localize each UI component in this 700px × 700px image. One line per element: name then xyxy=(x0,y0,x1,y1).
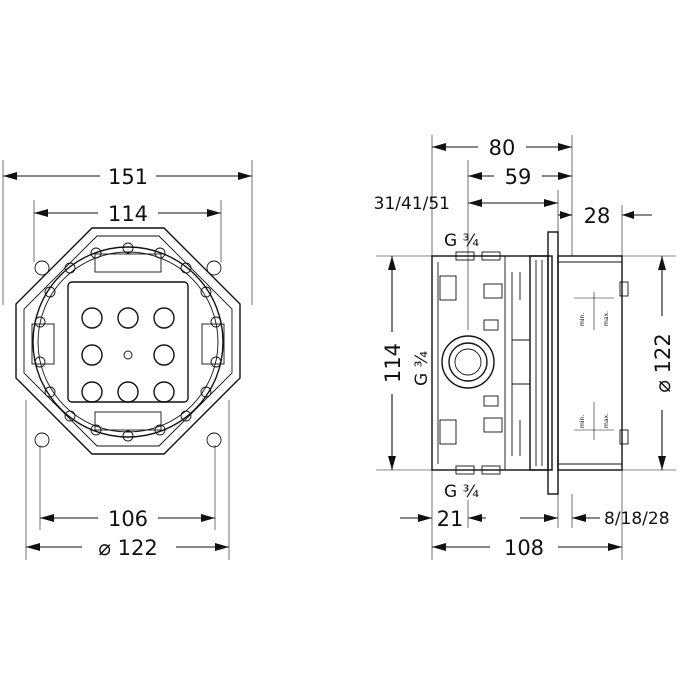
dim-31-41-51: 31/41/51 xyxy=(374,194,450,214)
thread-label-top: G ¾ xyxy=(444,231,479,251)
thread-label-bottom: G ¾ xyxy=(444,482,479,502)
dim-59: 59 xyxy=(505,165,532,189)
dim-diameter-122-side: ⌀ 122 xyxy=(651,333,675,392)
dim-108: 108 xyxy=(504,536,544,560)
dim-21: 21 xyxy=(437,507,464,531)
side-view: min. max. min. max. xyxy=(431,231,629,495)
dim-28: 28 xyxy=(584,204,611,228)
dim-114-side: 114 xyxy=(381,343,405,383)
max-label-top: max. xyxy=(603,311,610,326)
min-label-bottom: min. xyxy=(579,415,586,428)
dim-106: 106 xyxy=(108,507,148,531)
dim-151: 151 xyxy=(108,165,148,189)
thread-labels: G ¾ G ¾ G ¾ xyxy=(412,231,479,502)
dim-diameter-122-front: ⌀ 122 xyxy=(98,536,157,560)
front-knockouts xyxy=(81,307,175,403)
dim-8-18-28: 8/18/28 xyxy=(604,509,670,529)
thread-label-middle: G ¾ xyxy=(412,351,432,386)
dim-114-front: 114 xyxy=(108,202,148,226)
side-dimensions: 80 59 31/41/51 28 114 ⌀ 122 xyxy=(374,135,676,560)
min-label-top: min. xyxy=(579,313,586,326)
max-label-bottom: max. xyxy=(603,413,610,428)
front-view xyxy=(15,227,241,455)
dim-80: 80 xyxy=(489,136,516,160)
front-dimensions: 151 114 106 ⌀ 122 xyxy=(2,160,253,560)
